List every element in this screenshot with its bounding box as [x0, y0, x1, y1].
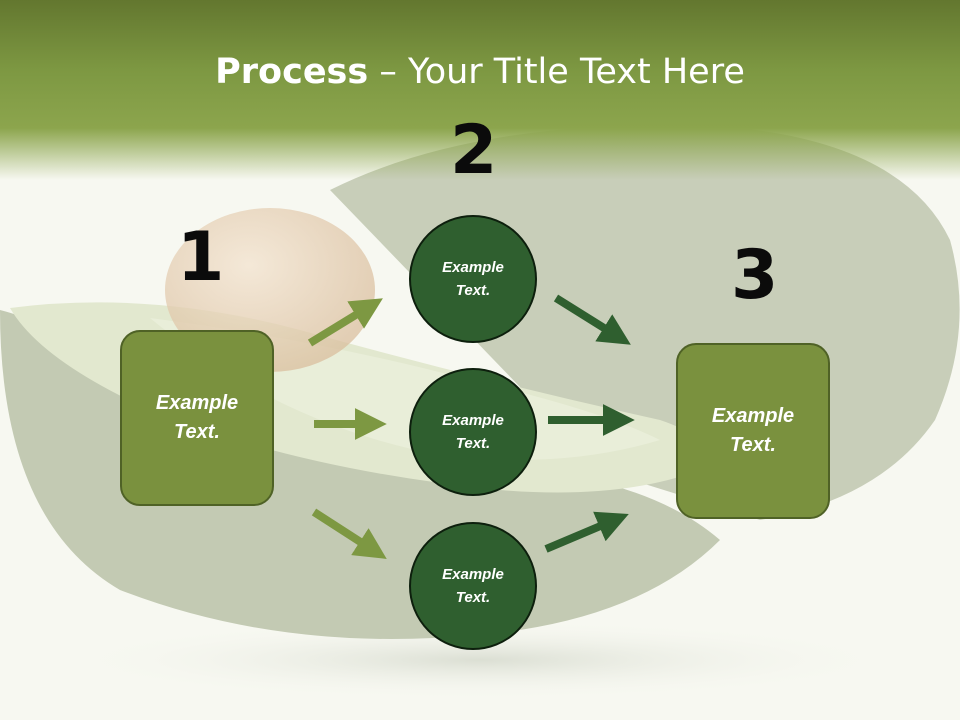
- arrow-step1-to-top: [307, 298, 383, 347]
- step-2-circle-middle: Example Text.: [409, 368, 537, 496]
- title-bar: [0, 0, 960, 180]
- circle-top-line1: Example: [442, 259, 504, 276]
- circle-top-line2: Text.: [455, 282, 491, 299]
- circle-middle-line2: Text.: [455, 435, 491, 452]
- step-number-1: 1: [177, 218, 225, 297]
- title-rest: – Your Title Text Here: [368, 52, 745, 92]
- step-number-2: 2: [450, 111, 498, 190]
- slide-title: Process – Your Title Text Here: [0, 52, 960, 92]
- step-3-text-line2: Text.: [730, 434, 776, 456]
- title-bold: Process: [215, 52, 369, 92]
- step-3-box: Example Text.: [676, 343, 830, 519]
- step-2-circle-bottom: Example Text.: [409, 522, 537, 650]
- arrow-bottom-to-step3: [544, 511, 629, 553]
- circle-bottom-line1: Example: [442, 566, 504, 583]
- circle-bottom-line2: Text.: [455, 589, 491, 606]
- circle-middle-line1: Example: [442, 412, 504, 429]
- step-1-text-line1: Example: [155, 392, 239, 414]
- step-number-3: 3: [731, 236, 779, 315]
- step-1-text-line2: Text.: [174, 421, 220, 443]
- arrow-top-to-step3: [553, 294, 631, 345]
- step-3-text-line1: Example: [711, 405, 795, 427]
- step-2-circle-top: Example Text.: [409, 215, 537, 343]
- step-1-box: Example Text.: [120, 330, 274, 506]
- arrow-step1-to-bottom: [311, 508, 387, 559]
